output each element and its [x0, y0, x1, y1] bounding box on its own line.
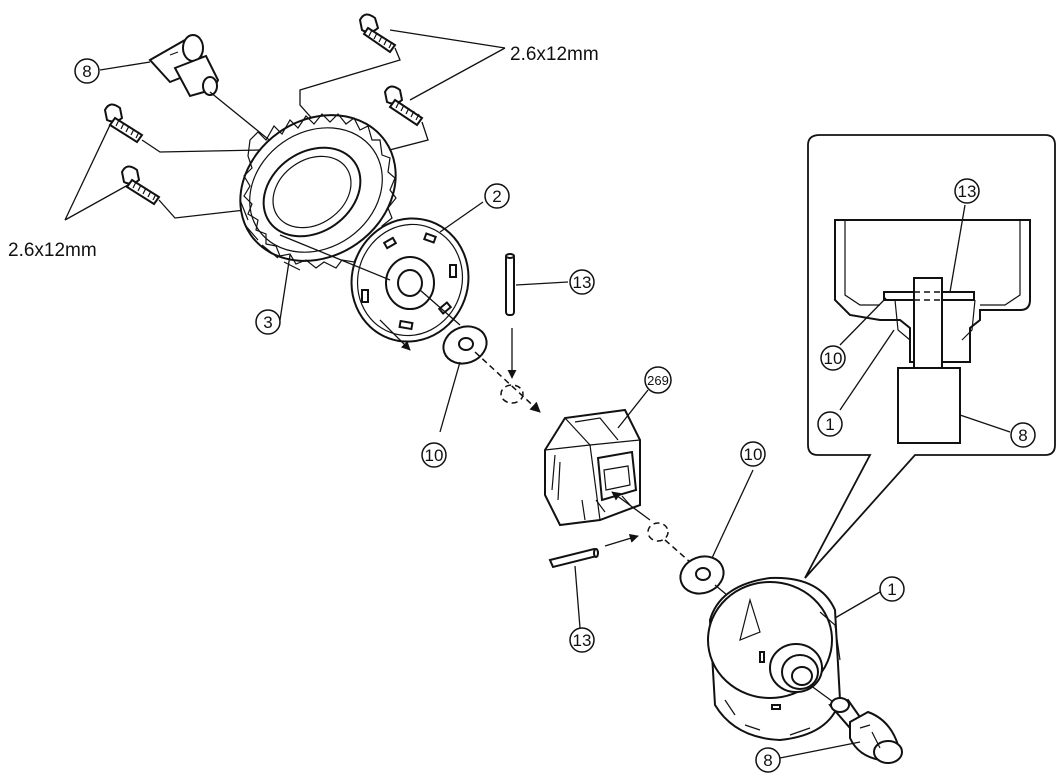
- screw-top-2: [383, 85, 424, 127]
- pin-hole-bottom: [647, 522, 669, 542]
- svg-text:1: 1: [887, 580, 896, 599]
- screw-left-2: [120, 165, 161, 206]
- svg-text:10: 10: [744, 445, 763, 464]
- screw-top-1: [358, 13, 397, 54]
- callout-10-right: 10: [740, 441, 766, 467]
- axis-dash-washer-to-spider: [474, 351, 541, 413]
- leader-10-left: [439, 361, 461, 433]
- svg-text:8: 8: [82, 62, 91, 81]
- washer-right: [679, 555, 725, 595]
- axis-dash-pinhole-to-washer: [664, 539, 691, 563]
- screw-size-label-left: 2.6x12mm: [8, 240, 97, 261]
- callout-1: 1: [879, 576, 905, 602]
- inset-leader-13: [949, 204, 966, 293]
- spider-block: [544, 408, 641, 527]
- leader-13-bottom: [574, 565, 581, 629]
- svg-text:10: 10: [824, 349, 843, 368]
- ring-gear: [239, 113, 397, 271]
- axis-line-washer-left: [419, 289, 461, 326]
- cup-joint-bottom: [828, 697, 903, 764]
- diff-case-cover: [350, 217, 470, 343]
- callout-8-top: 8: [74, 58, 100, 84]
- assembly-arrow-cover: [379, 319, 411, 351]
- assembly-arrow-spider: [611, 491, 651, 521]
- inset-callout-1: 1: [817, 411, 843, 437]
- screw-path-left-2: [158, 199, 246, 219]
- screw-path-left-1: [141, 139, 261, 153]
- assembly-arrow-pin-bottom: [604, 534, 639, 547]
- leader-3: [279, 254, 291, 321]
- callout-13-pin-bottom: 13: [569, 627, 595, 653]
- inset-leader-8: [959, 414, 1011, 433]
- inset-callout-13: 13: [954, 178, 980, 204]
- screw-size-label-top: 2.6x12mm: [510, 44, 599, 65]
- washer-left: [442, 325, 488, 365]
- svg-text:3: 3: [263, 313, 272, 332]
- inset-callout-8: 8: [1010, 422, 1036, 448]
- callout-2: 2: [484, 183, 510, 209]
- pin-top: [505, 253, 515, 316]
- leader-13-top: [515, 281, 569, 286]
- dim-leader-left: [64, 124, 129, 221]
- leader-8-bottom: [779, 741, 861, 759]
- cup-joint-top: [148, 34, 220, 98]
- svg-text:13: 13: [958, 182, 977, 201]
- leader-8-top: [99, 61, 151, 71]
- inset-callout-10: 10: [820, 345, 846, 371]
- svg-text:1: 1: [825, 415, 834, 434]
- svg-text:2: 2: [492, 187, 501, 206]
- dim-leader-top: [389, 29, 506, 101]
- pin-hole-top: [500, 384, 524, 404]
- svg-text:13: 13: [573, 273, 592, 292]
- leader-269: [617, 389, 649, 429]
- inset-leader-1: [839, 329, 895, 411]
- svg-text:10: 10: [425, 446, 444, 465]
- svg-text:269: 269: [647, 373, 669, 388]
- inset-leader-10: [839, 297, 887, 346]
- callout-10-left: 10: [421, 442, 447, 468]
- svg-text:8: 8: [763, 751, 772, 770]
- callout-269: 269: [644, 366, 672, 394]
- callout-13-pin-top: 13: [569, 269, 595, 295]
- screw-left-1: [103, 103, 144, 144]
- inset-detail: [804, 134, 1056, 579]
- axis-line-cover: [279, 234, 391, 281]
- callout-8-bottom: 8: [755, 747, 781, 773]
- callout-3: 3: [255, 309, 281, 335]
- svg-text:13: 13: [573, 631, 592, 650]
- leader-1: [834, 591, 881, 619]
- diff-case: [707, 576, 842, 742]
- leader-10-right: [711, 469, 754, 559]
- svg-text:8: 8: [1018, 426, 1027, 445]
- pin-bottom: [548, 547, 599, 569]
- leader-2: [439, 201, 484, 233]
